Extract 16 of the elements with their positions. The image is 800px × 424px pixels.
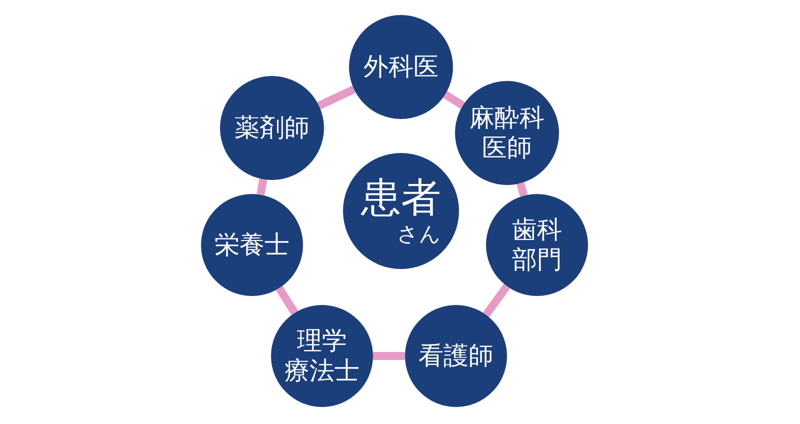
role-label: 外科医 <box>364 52 438 82</box>
role-label: 歯科部門 <box>512 215 562 275</box>
role-label: 看護師 <box>418 341 494 371</box>
connector-line <box>482 284 510 318</box>
connector-line <box>516 182 528 197</box>
role-label: 麻酔科医師 <box>470 103 544 163</box>
connector-line <box>256 178 268 196</box>
honorific-label: さん <box>397 222 441 248</box>
connector-line <box>443 91 465 109</box>
role-label: 理学療法士 <box>284 326 360 386</box>
center-label: 患者 <box>361 174 441 222</box>
connector-line <box>276 286 298 315</box>
connector-line <box>317 86 356 110</box>
role-label: 薬剤師 <box>234 113 310 143</box>
connector-line <box>373 352 405 360</box>
role-label: 栄養士 <box>214 230 290 260</box>
